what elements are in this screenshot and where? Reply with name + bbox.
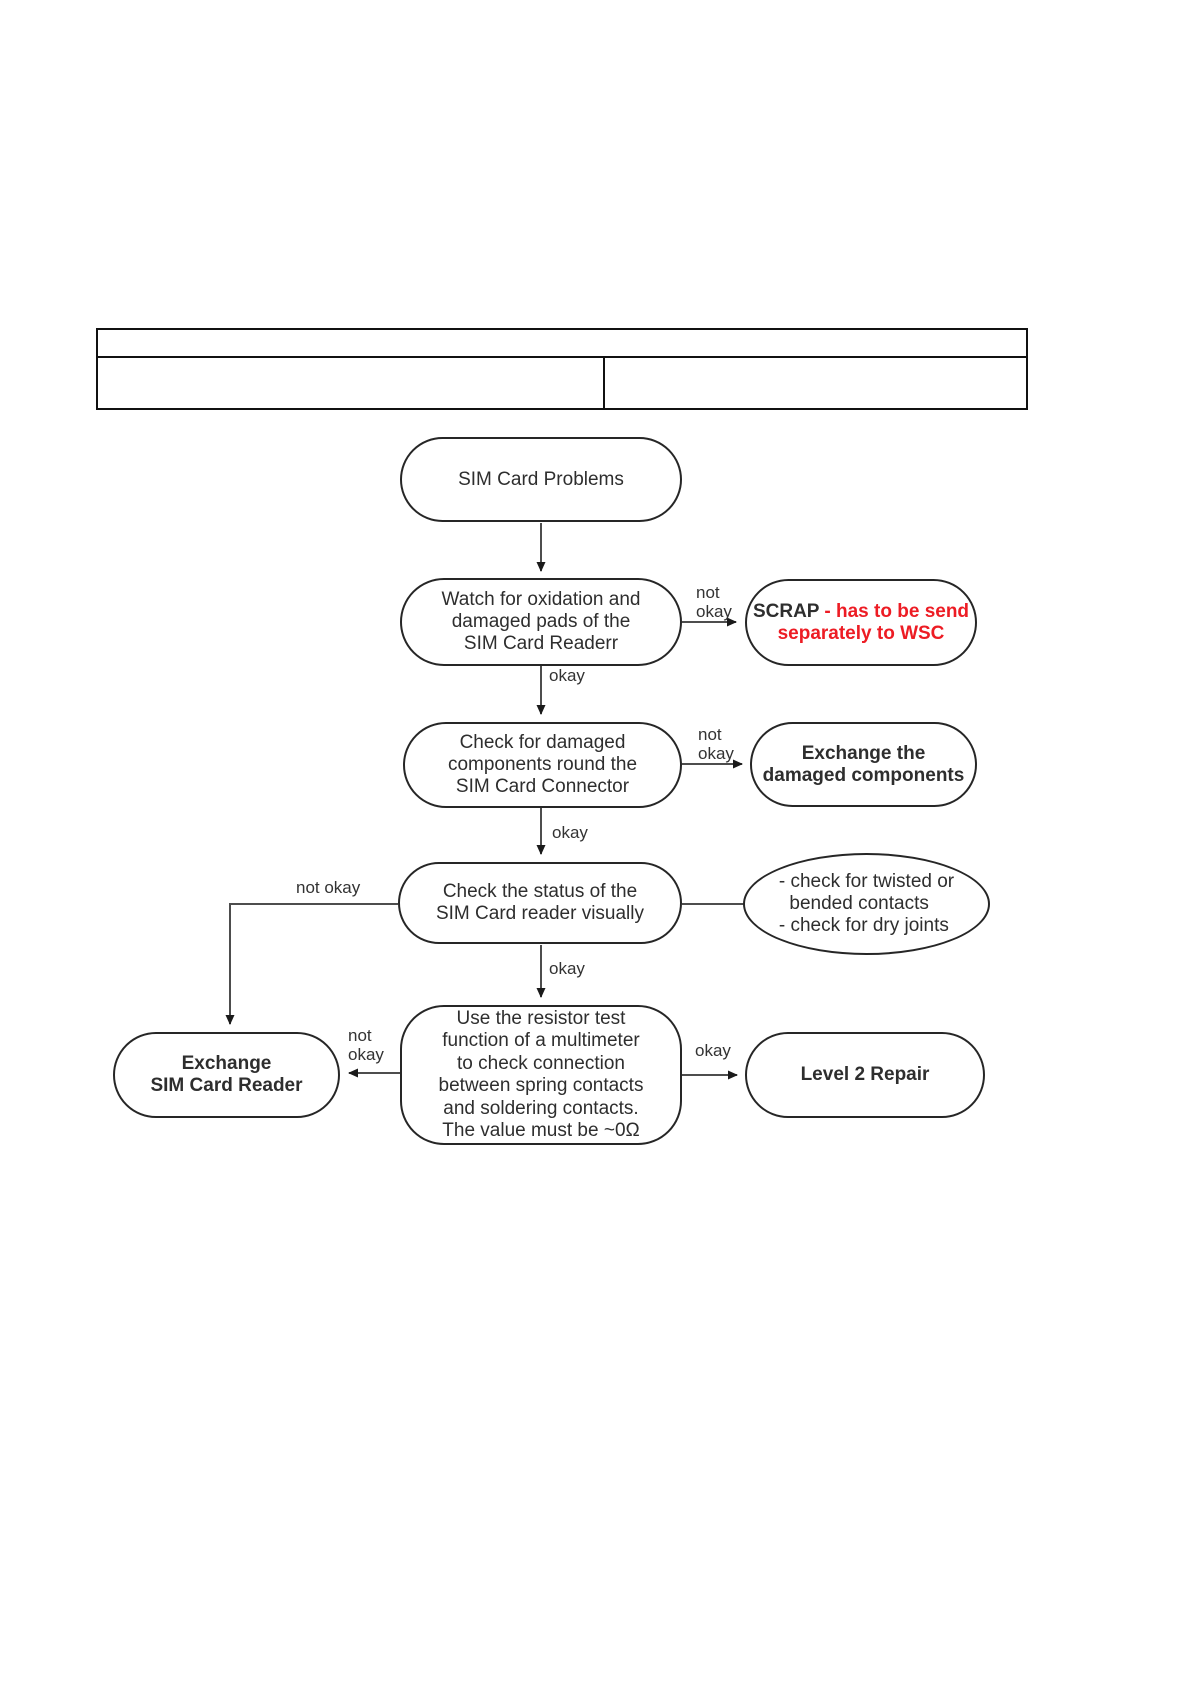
- scrap-keyword: SCRAP: [752, 600, 820, 622]
- node-check-damaged-components: Check for damaged components round the S…: [403, 722, 682, 808]
- node-exchange-sim-card-reader: Exchange SIM Card Reader: [113, 1032, 340, 1118]
- edge-label-not-okay-status-exchange: not okay: [296, 878, 361, 897]
- header-table: [96, 328, 1028, 410]
- scrap-line1-rest: - has to be send: [819, 600, 970, 622]
- header-table-title-cell: [98, 330, 1026, 358]
- header-table-cell-left: [98, 358, 605, 408]
- node-visual-check-note: - check for twisted or bended contacts -…: [743, 853, 990, 955]
- scrap-line1: SCRAP - has to be send: [753, 601, 969, 623]
- scrap-line2: separately to WSC: [777, 622, 945, 644]
- node-watch-oxidation: Watch for oxidation and damaged pads of …: [400, 578, 682, 666]
- edge-label-okay-check-status: okay: [552, 823, 588, 842]
- node-sim-card-problems: SIM Card Problems: [400, 437, 682, 522]
- edge-label-okay-watch-check: okay: [549, 666, 585, 685]
- edge-label-not-okay-multimeter-exchange: not okay: [348, 1026, 384, 1064]
- node-check-status-visually: Check the status of the SIM Card reader …: [398, 862, 682, 944]
- node-exchange-damaged-components: Exchange the damaged components: [750, 722, 977, 807]
- edge-label-okay-status-multimeter: okay: [549, 959, 585, 978]
- edge-label-not-okay-watch-scrap: not okay: [696, 583, 732, 621]
- edge-label-okay-multimeter-level2: okay: [695, 1041, 731, 1060]
- node-scrap: SCRAP - has to be send separately to WSC: [745, 579, 977, 666]
- edge-status-to-exchange-reader: [225, 903, 398, 1025]
- node-level-2-repair: Level 2 Repair: [745, 1032, 985, 1118]
- edge-label-not-okay-check-exchange: not okay: [698, 725, 734, 763]
- node-resistor-test: Use the resistor test function of a mult…: [400, 1005, 682, 1145]
